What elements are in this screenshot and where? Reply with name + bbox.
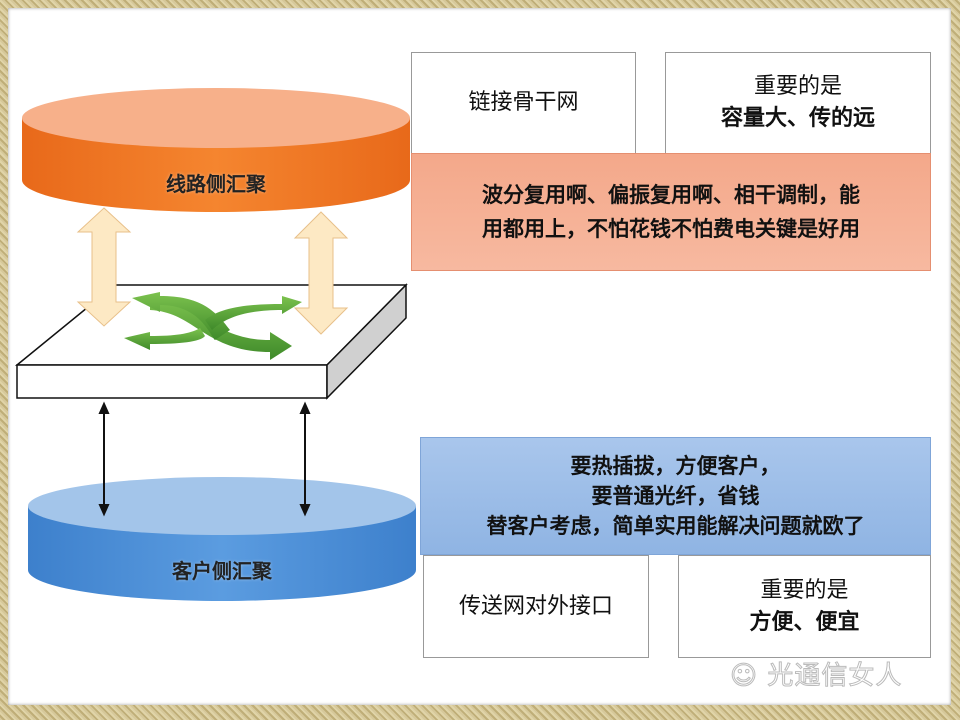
tech-line-2: 用都用上，不怕花钱不怕费电关键是好用 bbox=[482, 217, 860, 241]
external-interface-box: 传送网对外接口 bbox=[423, 555, 649, 658]
line-side-importance-box: 重要的是 容量大、传的远 bbox=[665, 52, 931, 154]
importance-value: 方便、便宜 bbox=[749, 609, 860, 635]
importance-heading: 重要的是 bbox=[760, 577, 849, 603]
line-side-aggregation-label: 线路侧汇聚 bbox=[166, 172, 266, 196]
importance-heading: 重要的是 bbox=[753, 74, 842, 99]
double-arrow-right bbox=[293, 211, 349, 335]
backbone-link-text: 链接骨干网 bbox=[468, 90, 579, 115]
watermark-text: 光通信女人 bbox=[767, 661, 903, 692]
switch-slab bbox=[14, 283, 408, 400]
client-side-importance-box: 重要的是 方便、便宜 bbox=[678, 555, 931, 658]
line-side-aggregation-cylinder bbox=[22, 88, 410, 212]
external-interface-text: 传送网对外接口 bbox=[458, 593, 613, 619]
wechat-icon: ☺ bbox=[729, 661, 768, 692]
requirement-line-3: 替客户考虑，简单实用能解决问题就欧了 bbox=[486, 514, 865, 538]
tech-line-1: 波分复用啊、偏振复用啊、相干调制，能 bbox=[482, 183, 860, 207]
watermark: ☺ 光通信女人 bbox=[729, 655, 903, 692]
backbone-link-box: 链接骨干网 bbox=[411, 52, 636, 154]
client-side-aggregation-cylinder bbox=[28, 477, 416, 601]
double-arrow-left bbox=[76, 207, 132, 327]
requirement-line-1: 要热插拔，方便客户， bbox=[570, 454, 781, 478]
cross-connect-arrows bbox=[124, 292, 302, 360]
importance-value: 容量大、传的远 bbox=[720, 106, 875, 131]
line-side-tech-box: 波分复用啊、偏振复用啊、相干调制，能 用都用上，不怕花钱不怕费电关键是好用 bbox=[411, 153, 931, 271]
connector-arrow-right bbox=[299, 401, 311, 517]
client-side-aggregation-label: 客户侧汇聚 bbox=[172, 559, 272, 583]
client-side-requirements-box: 要热插拔，方便客户， 要普通光纤，省钱 替客户考虑，简单实用能解决问题就欧了 bbox=[420, 437, 931, 555]
connector-arrow-left bbox=[98, 401, 110, 517]
requirement-line-2: 要普通光纤，省钱 bbox=[591, 484, 760, 508]
